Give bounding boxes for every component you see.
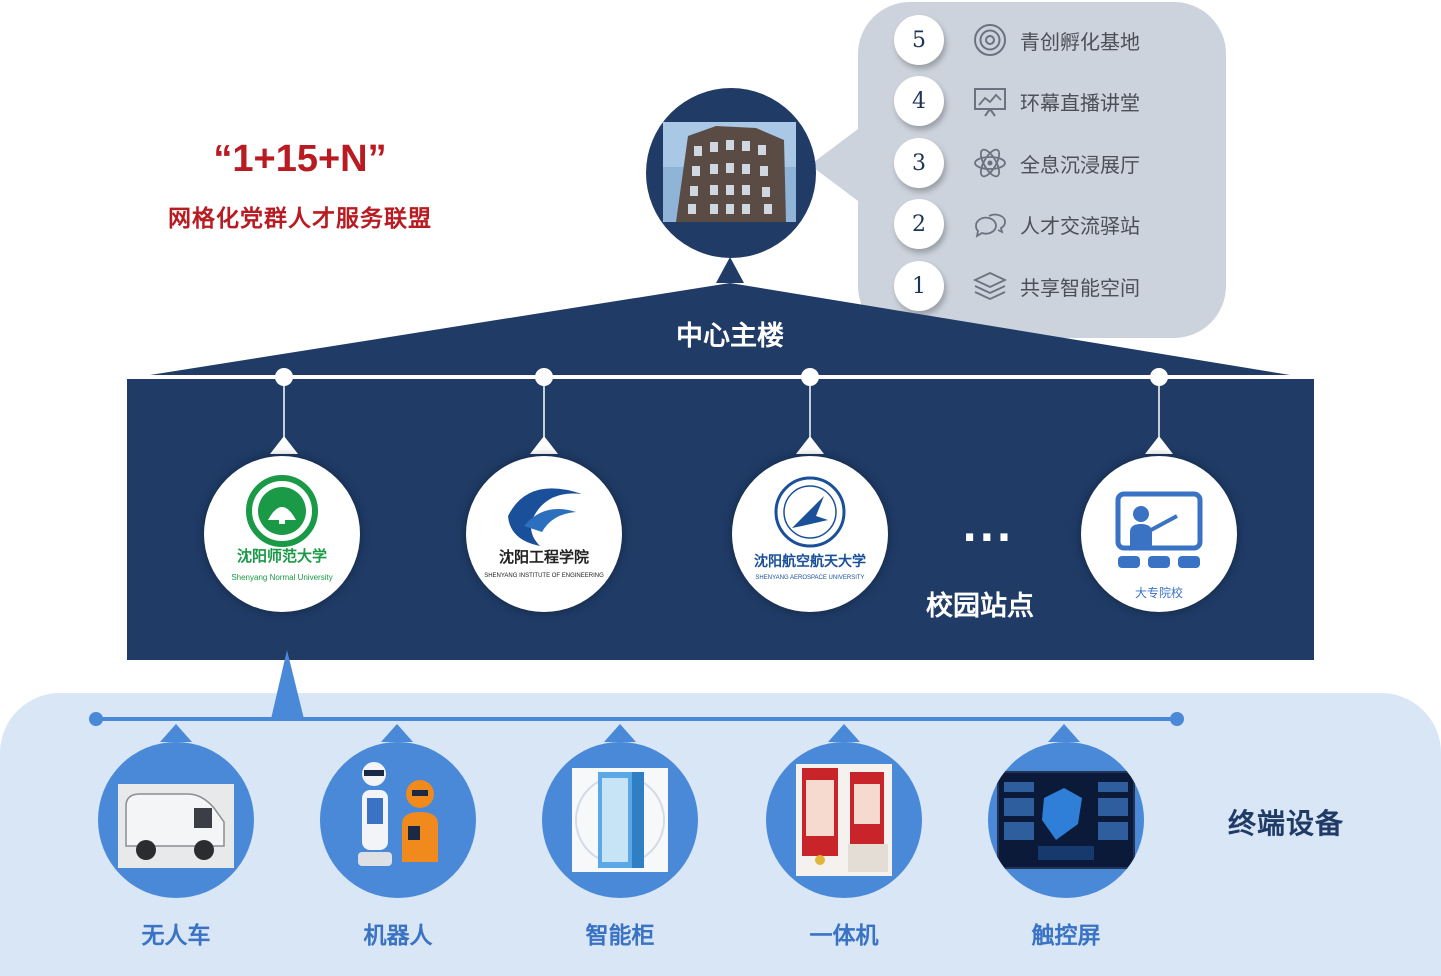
feature-label: 共享智能空间: [1020, 275, 1140, 300]
campus-site-shenyang-aerospace: 沈阳航空航天大学 SHENYANG AEROSPACE UNIVERSITY: [732, 456, 888, 612]
feature-item: 5 青创孵化基地: [894, 15, 1214, 65]
center-building-circle: [646, 88, 816, 258]
chat-bubbles-icon: [975, 213, 1006, 238]
site-name: 大专院校: [1135, 585, 1183, 600]
slogan: “1+15+N” 网格化党群人才服务联盟: [140, 138, 460, 233]
touchscreen-dashboard-image: [997, 771, 1135, 869]
teacher-board-icon: 大专院校: [1115, 491, 1203, 600]
feature-label: 环幕直播讲堂: [1020, 90, 1140, 115]
terminal-smart-cabinet: [542, 742, 698, 898]
terminal-label: 智能柜: [585, 923, 655, 949]
campus-connector-lines: [157, 368, 1287, 454]
terminal-label: 触控屏: [1031, 923, 1101, 949]
roof-triangle: [150, 257, 1290, 375]
feature-item: 4 环幕直播讲堂: [894, 76, 1214, 126]
site-subtitle: Shenyang Normal University: [231, 573, 332, 582]
target-icon: [974, 24, 1006, 56]
feature-item: 2 人才交流驿站: [894, 199, 1214, 249]
more-sites-ellipsis: ...: [962, 505, 1014, 551]
campus-sites-label: 校园站点: [926, 591, 1034, 622]
terminal-label: 无人车: [141, 923, 211, 949]
feature-label: 全息沉浸展厅: [1020, 152, 1140, 177]
terminal-touchscreen: [988, 742, 1144, 898]
panel-connector: [810, 120, 870, 210]
terminal-unmanned-vehicle: [98, 742, 254, 898]
feature-label: 人才交流驿站: [1020, 213, 1140, 238]
smart-cabinet-image: [572, 768, 668, 872]
feature-number: 4: [894, 76, 944, 126]
presentation-screen-icon: [974, 88, 1006, 117]
feature-panel: 5 青创孵化基地 4 环幕直播讲堂 3 全息沉浸展厅 2: [858, 2, 1226, 338]
feature-number: 1: [894, 261, 944, 311]
all-in-one-kiosk-image: [796, 764, 892, 876]
terminal-all-in-one: [766, 742, 922, 898]
site-name: 沈阳工程学院: [499, 548, 589, 566]
terminal-devices-label: 终端设备: [1228, 807, 1345, 840]
center-building-label: 中心主楼: [676, 321, 784, 352]
feature-number: 3: [894, 138, 944, 188]
atom-icon: [974, 148, 1006, 178]
terminal-connector-lines: [89, 650, 1184, 742]
building-photo: [663, 122, 796, 222]
feature-label: 青创孵化基地: [1020, 29, 1140, 54]
terminal-label: 一体机: [809, 923, 879, 949]
site-name: 沈阳师范大学: [237, 547, 327, 565]
terminal-robot: [320, 742, 476, 898]
campus-site-shenyang-normal: 沈阳师范大学 Shenyang Normal University: [204, 456, 360, 612]
unmanned-vehicle-image: [118, 784, 234, 868]
site-subtitle: SHENYANG INSTITUTE OF ENGINEERING: [484, 573, 604, 579]
slogan-main: “1+15+N”: [213, 138, 387, 180]
feature-item: 3 全息沉浸展厅: [894, 138, 1214, 188]
feature-number: 5: [894, 15, 944, 65]
campus-site-colleges: 大专院校: [1081, 456, 1237, 612]
feature-number: 2: [894, 199, 944, 249]
layers-icon: [972, 272, 1008, 300]
campus-site-shenyang-engineering: 沈阳工程学院 SHENYANG INSTITUTE OF ENGINEERING: [466, 456, 622, 612]
site-subtitle: SHENYANG AEROSPACE UNIVERSITY: [755, 575, 864, 581]
terminal-label: 机器人: [363, 923, 433, 949]
slogan-subtitle: 网格化党群人才服务联盟: [168, 206, 432, 232]
robot-image: [358, 762, 438, 866]
feature-item: 1 共享智能空间: [894, 261, 1214, 311]
site-name: 沈阳航空航天大学: [754, 553, 866, 570]
